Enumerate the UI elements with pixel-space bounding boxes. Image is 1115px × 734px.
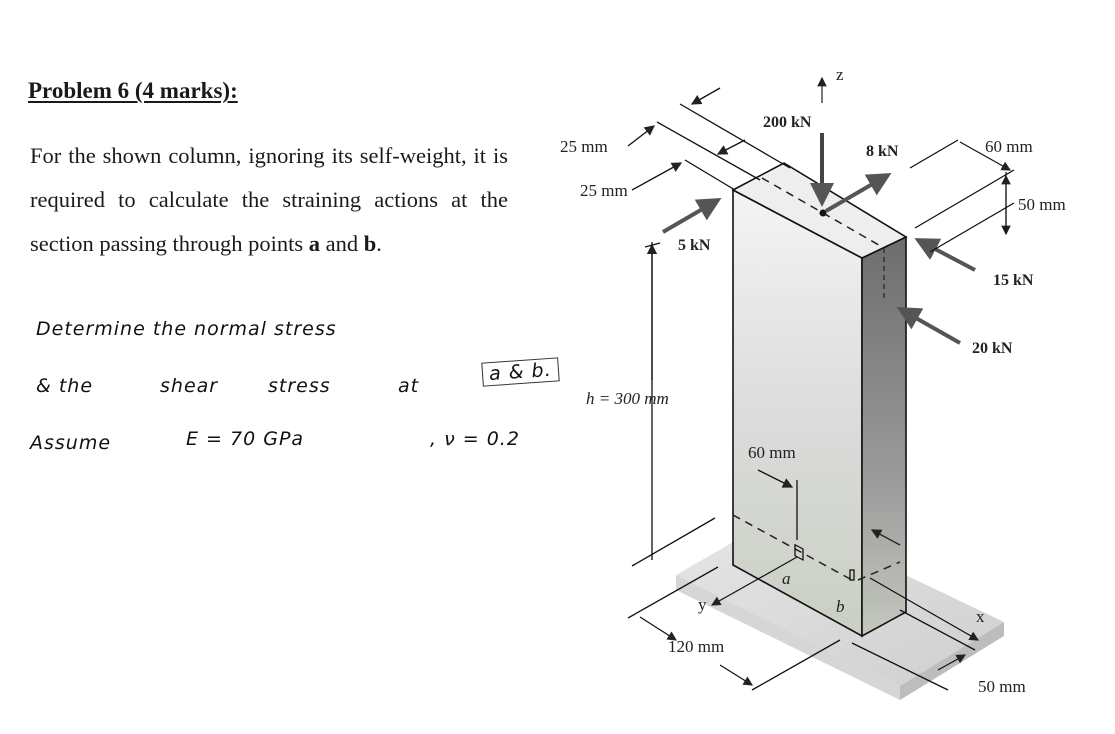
load-8-label: 8 kN: [866, 143, 899, 160]
dim-offset-2: 25 mm: [580, 181, 628, 200]
point-b-marker: [849, 569, 855, 581]
handwritten-shear: shear: [160, 375, 219, 397]
handwritten-line-1: Determine the normal stress: [36, 318, 337, 340]
dim-height: h = 300 mm: [586, 389, 669, 408]
dim-top-depth: 50 mm: [1018, 195, 1066, 214]
problem-title: Problem 6 (4 marks):: [28, 78, 238, 103]
column-front-face: [732, 188, 863, 638]
dim-offset-1: 25 mm: [560, 137, 608, 156]
point-b-ref: b: [363, 231, 377, 256]
x-axis-label: x: [976, 607, 985, 626]
statement-period: .: [376, 231, 382, 256]
y-axis-label: y: [698, 595, 707, 614]
z-axis-label: z: [836, 65, 844, 84]
statement-text: For the shown column, ignoring its self-…: [30, 143, 508, 256]
point-a-marker: [794, 543, 804, 561]
handwritten-and-the: & the: [36, 375, 94, 397]
handwritten-modulus: E = 70 GPa: [186, 428, 305, 450]
problem-statement: For the shown column, ignoring its self-…: [30, 134, 508, 266]
dim-base-width: 120 mm: [668, 637, 724, 656]
load-15-arrow: [914, 238, 976, 272]
point-b-label: b: [836, 597, 845, 616]
dim-base-depth: 50 mm: [978, 677, 1026, 696]
load-200-label: 200 kN: [763, 114, 812, 131]
load-8-arrow: [824, 172, 892, 213]
handwritten-at: at: [398, 375, 420, 397]
load-20-label: 20 kN: [972, 340, 1013, 357]
handwritten-assume: Assume: [30, 432, 112, 454]
dim-point-a-offset: 60 mm: [748, 443, 796, 462]
handwritten-stress: stress: [268, 375, 331, 397]
dim-top-width: 60 mm: [985, 137, 1033, 156]
load-5-label: 5 kN: [678, 237, 711, 254]
load-15-label: 15 kN: [993, 272, 1034, 289]
point-a-ref: a: [308, 231, 320, 256]
point-a-label: a: [782, 569, 791, 588]
load-5-arrow: [661, 197, 722, 234]
handwritten-poisson: , ν = 0.2: [430, 428, 520, 450]
load-20-arrow: [896, 307, 961, 345]
statement-and: and: [319, 231, 364, 256]
